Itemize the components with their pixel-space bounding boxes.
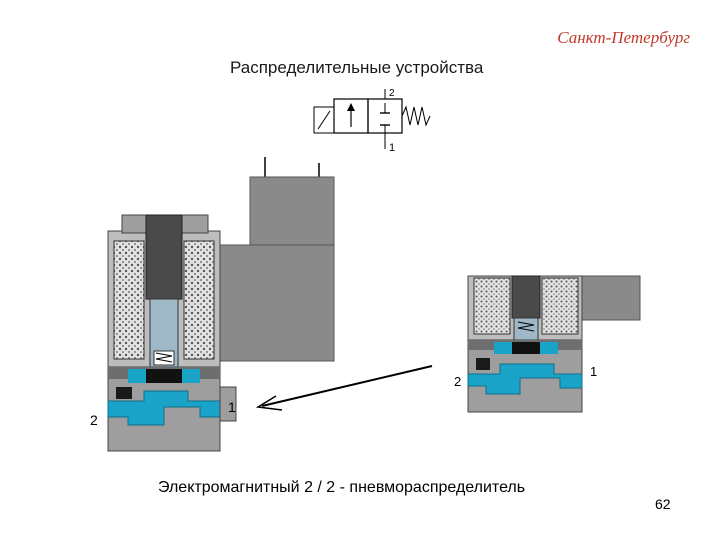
valve-symbol: 2 1	[313, 88, 431, 154]
coil-left	[113, 240, 145, 360]
city-label: Санкт-Петербург	[557, 28, 690, 47]
symbol-solenoid-actuator	[313, 106, 335, 134]
symbol-port-out: 2	[389, 88, 395, 99]
small-valve-cutaway: 2 1	[454, 275, 641, 413]
small-coil-left	[473, 277, 511, 335]
page-title: Распределительные устройства	[230, 58, 484, 77]
symbol-port-in: 1	[389, 142, 395, 154]
seal-right	[180, 369, 200, 383]
small-air-channel	[467, 363, 583, 395]
small-port-right-label: 1	[590, 364, 597, 379]
small-coil-right	[541, 277, 579, 335]
connector-body	[207, 244, 335, 362]
main-port-right-label: 1	[228, 399, 236, 415]
coil-right	[183, 240, 215, 360]
main-port-left-label: 2	[90, 412, 98, 428]
zoom-arrow	[255, 365, 433, 411]
main-valve-cutaway: 2 1	[90, 157, 335, 452]
connector-housing	[249, 176, 335, 246]
figure-caption: Электромагнитный 2 / 2 - пневмораспредел…	[158, 479, 526, 496]
symbol-spring	[401, 105, 431, 127]
air-channel-main	[107, 390, 221, 426]
symbol-position-boxes	[333, 98, 403, 134]
page-number: 62	[655, 496, 671, 512]
small-port-left-label: 2	[454, 374, 461, 389]
seal-left	[128, 369, 148, 383]
small-connector-body	[579, 275, 641, 321]
armature-core	[145, 214, 183, 300]
